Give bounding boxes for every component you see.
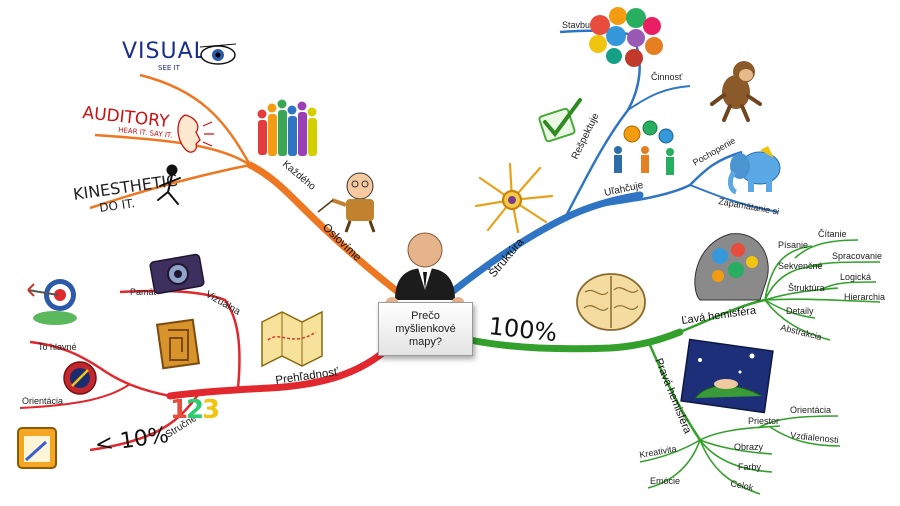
label-kinesthetic-sub: DO IT. bbox=[98, 196, 135, 215]
branch-orientacia-line bbox=[19, 383, 131, 409]
label-logicka: Logická bbox=[840, 272, 871, 282]
professor-icon bbox=[317, 172, 376, 233]
label-pisanie: Písanie bbox=[778, 240, 808, 250]
label-spracovanie: Spracovanie bbox=[832, 251, 882, 261]
prava-sub-lines bbox=[639, 415, 841, 495]
teamwork-gears-icon bbox=[614, 120, 674, 175]
label-struktura-small: Štruktúra bbox=[788, 283, 825, 293]
label-vzdialenosti: Vzdialenosti bbox=[790, 430, 839, 445]
central-node-line-2: myšlienkové bbox=[395, 322, 456, 335]
label-to-hlavne: To hlavné bbox=[38, 342, 77, 352]
notepad-icon bbox=[17, 427, 57, 469]
label-respektuje: Rešpektuje bbox=[570, 111, 602, 161]
dreaming-picture-icon bbox=[680, 338, 774, 414]
label-oslovime: Oslovíme bbox=[320, 222, 363, 264]
checkmark-icon bbox=[538, 98, 582, 143]
branch-left-line bbox=[29, 340, 171, 398]
label-visual-sub: SEE IT bbox=[158, 64, 181, 72]
compass-icon bbox=[63, 361, 97, 395]
numbers-123-icon: 1 2 3 bbox=[170, 395, 220, 425]
label-stavbu: Stavbu bbox=[562, 20, 590, 30]
label-lava-hemisfera: Ľavá hemisféra bbox=[681, 304, 758, 326]
label-pamat: Pamäť bbox=[130, 287, 158, 297]
branch-oslovime-main bbox=[246, 161, 402, 296]
head-gears-icon bbox=[694, 233, 769, 301]
svg-text:2: 2 bbox=[186, 395, 204, 425]
label-hierarchia: Hierarchia bbox=[844, 292, 885, 302]
target-icon bbox=[27, 279, 77, 325]
svg-text:1: 1 bbox=[170, 395, 188, 425]
businessman-icon bbox=[386, 232, 464, 307]
neuron-icon bbox=[474, 162, 554, 234]
branch-visual-line bbox=[139, 73, 252, 166]
label-less-than-10: < 10% bbox=[93, 423, 170, 458]
branch-sto: 100% Ľavá hemisféra Pravá hemisféra Písa… bbox=[466, 229, 885, 495]
svg-text:3: 3 bbox=[202, 395, 220, 425]
branch-sto-main bbox=[466, 328, 684, 353]
camera-icon bbox=[149, 253, 205, 295]
elephant-icon bbox=[727, 146, 781, 195]
label-priestor: Priestor bbox=[748, 416, 779, 426]
face-speaking-icon bbox=[177, 114, 214, 153]
branch-ulahcuje-line bbox=[604, 150, 743, 207]
label-farby: Farby bbox=[738, 462, 762, 472]
branch-prava-line bbox=[648, 344, 702, 441]
label-vizualna: Vizuálna bbox=[204, 289, 243, 318]
label-visual: VISUAL bbox=[122, 39, 207, 64]
monkey-icon bbox=[710, 61, 762, 122]
gear-brain-icon bbox=[589, 7, 663, 67]
branch-prehladnost: Prehľadnosť Vizuálna Pamäť To hlavné Ori… bbox=[17, 253, 396, 469]
label-orientacia-left: Orientácia bbox=[22, 396, 63, 406]
branch-zapamatanie-line bbox=[689, 184, 779, 213]
label-orientacia-right: Orientácia bbox=[790, 405, 831, 415]
label-zapamatanie: Zapamätanie si bbox=[718, 196, 780, 217]
label-abstrakcia: Abstrakcia bbox=[780, 322, 823, 342]
branch-kinesthetic-line bbox=[89, 163, 251, 210]
central-node: Prečo myšlienkové mapy? bbox=[378, 302, 473, 356]
branch-oslovime: Oslovíme Každého VISUAL SEE IT AUDITORY … bbox=[72, 39, 402, 296]
branch-cinnost-line bbox=[627, 85, 691, 111]
label-citanie: Čítanie bbox=[818, 229, 847, 239]
branch-lava-line bbox=[679, 298, 766, 334]
running-person-icon bbox=[157, 164, 181, 205]
map-icon bbox=[261, 310, 323, 368]
branch-struktura-main bbox=[448, 191, 644, 296]
branch-auditory-line bbox=[94, 133, 251, 167]
label-obrazy: Obrazy bbox=[734, 442, 764, 452]
lava-sub-lines bbox=[764, 239, 881, 341]
label-sekvencne: Sekvenčné bbox=[778, 261, 823, 271]
label-detaily: Detaily bbox=[786, 306, 814, 316]
label-cinnost: Činnosť bbox=[651, 72, 683, 82]
branch-strucne-line bbox=[89, 391, 202, 452]
brain-icon bbox=[576, 273, 646, 331]
central-node-line-3: mapy? bbox=[408, 335, 443, 348]
maze-icon bbox=[155, 318, 201, 370]
label-celok: Celok bbox=[730, 478, 755, 493]
people-group-icon bbox=[257, 99, 317, 156]
central-node-line-1: Prečo bbox=[411, 309, 440, 322]
label-emocie: Emócie bbox=[650, 476, 680, 486]
eye-icon bbox=[199, 43, 237, 65]
